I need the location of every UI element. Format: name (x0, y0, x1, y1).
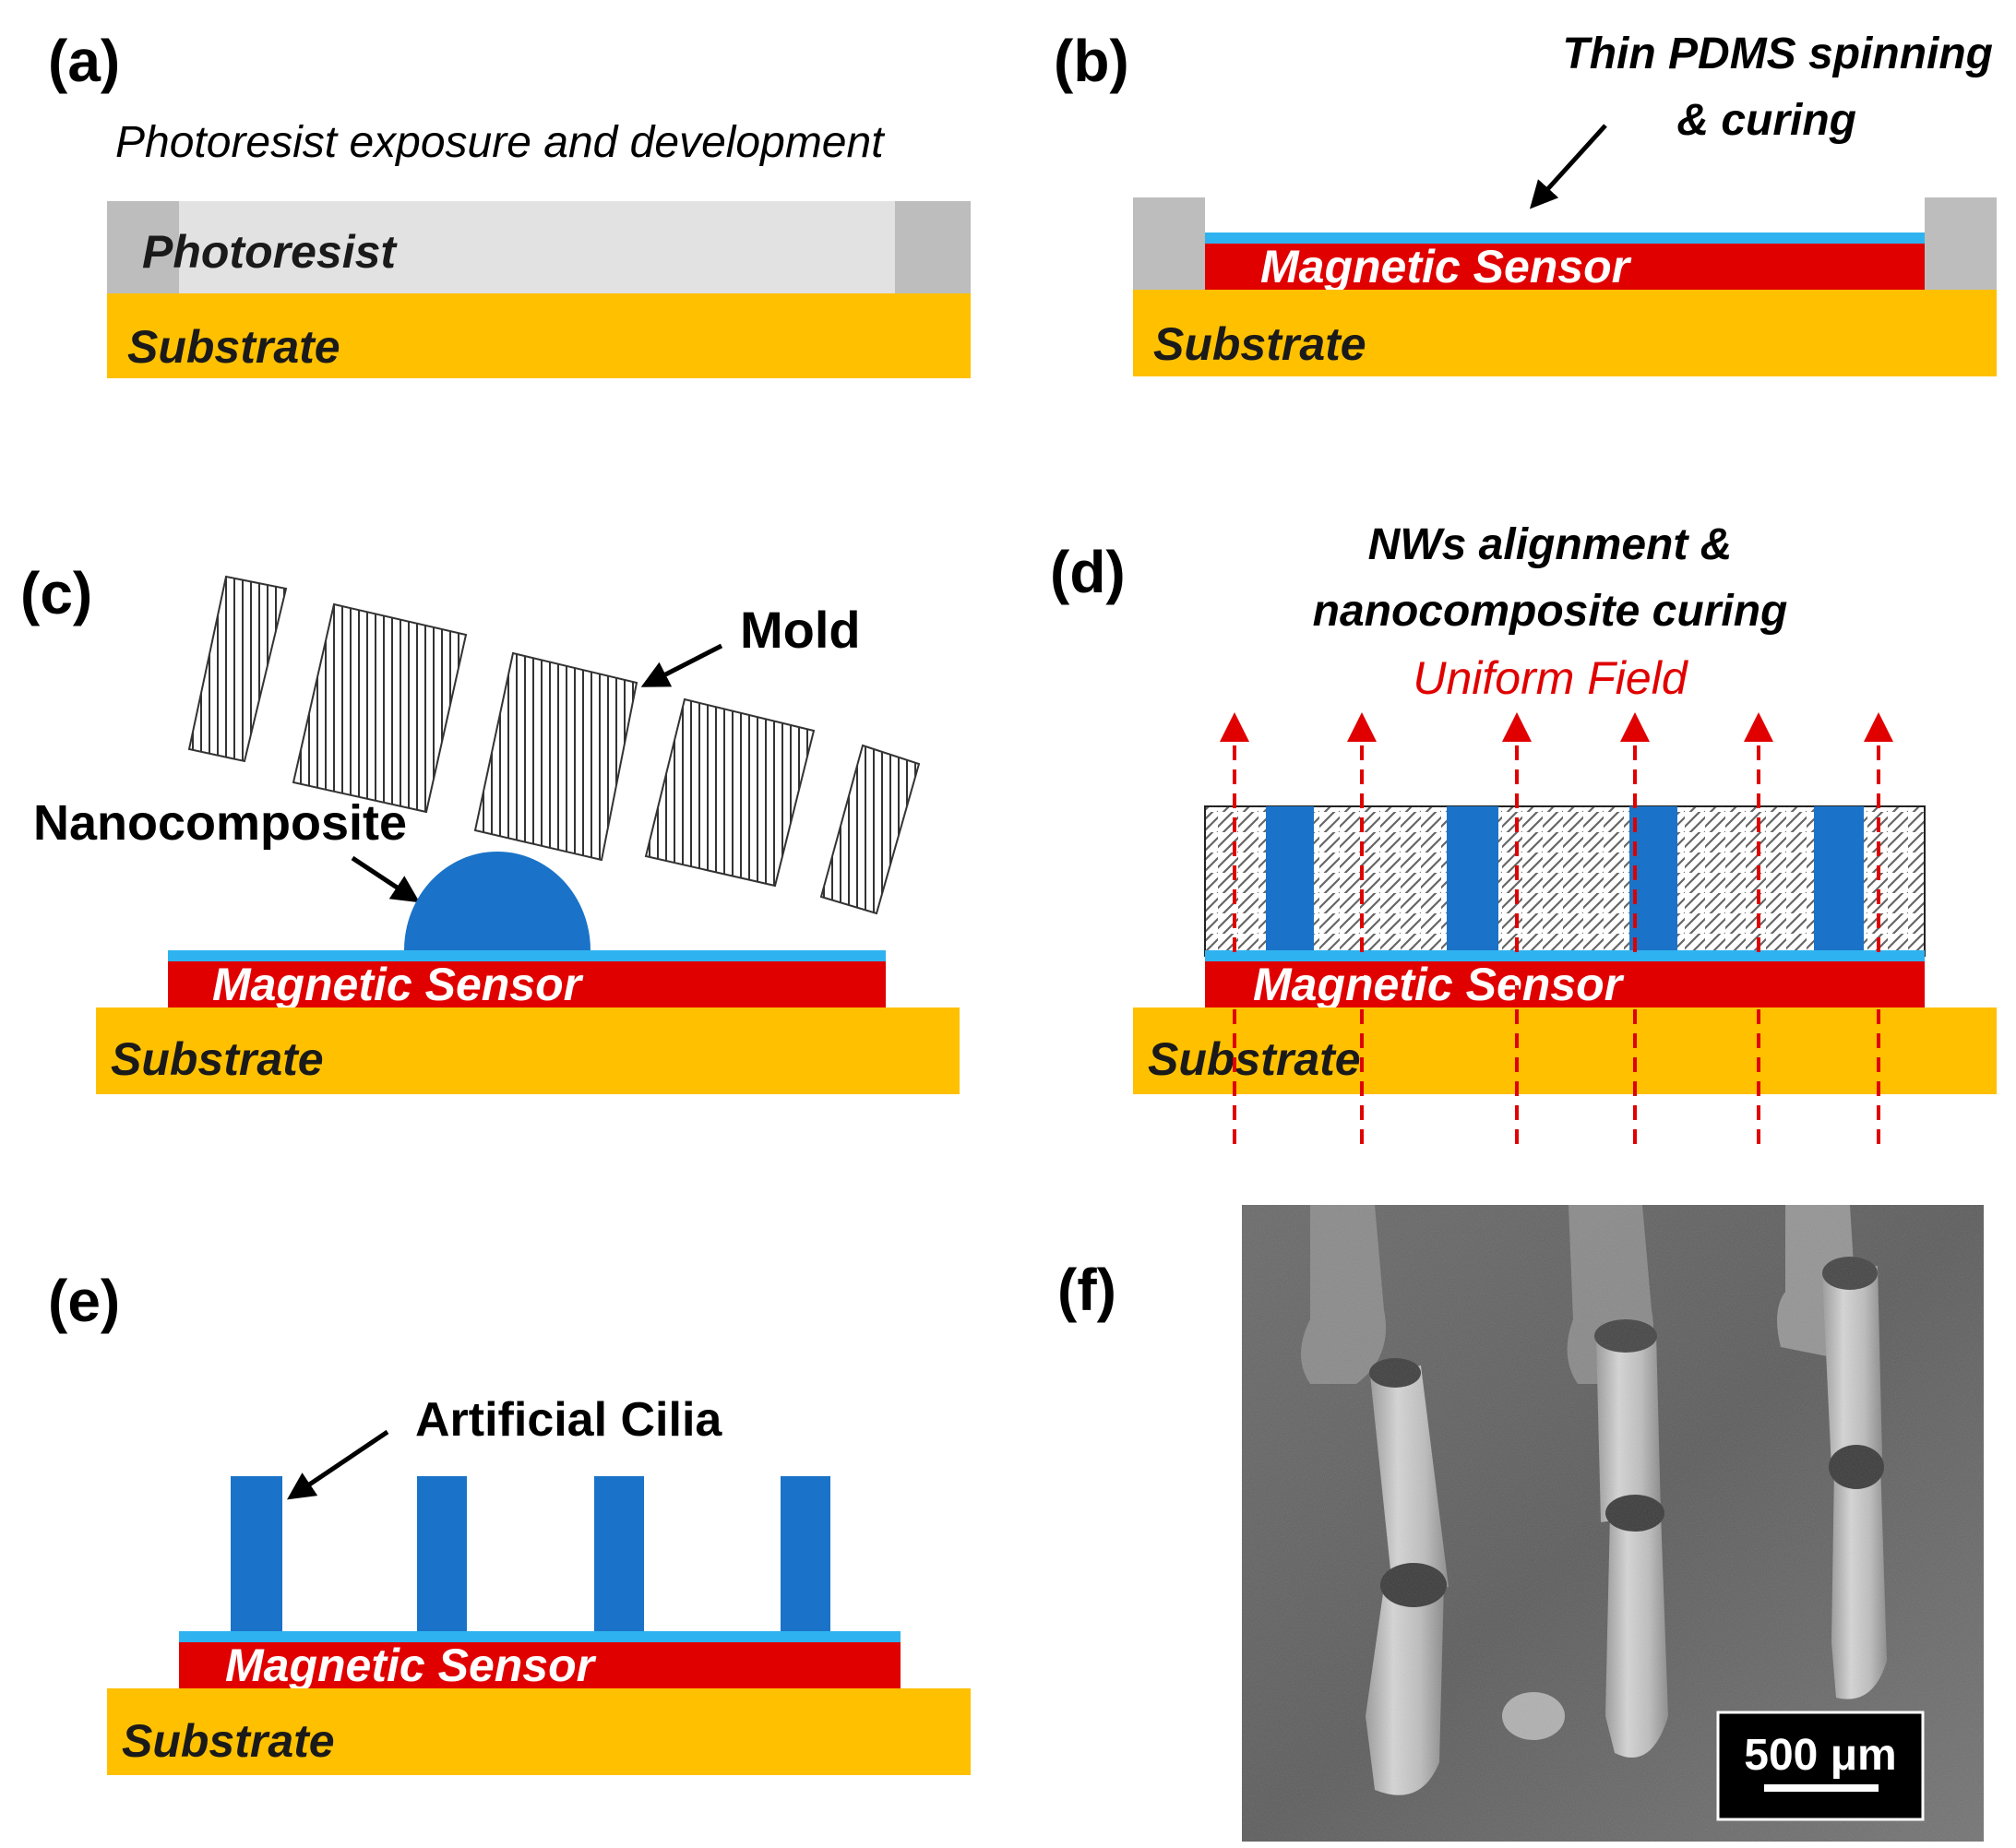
scale-bar-line (1764, 1784, 1879, 1792)
panel-e: (e) Artificial Cilia Magnetic Sensor Sub… (48, 1268, 971, 1775)
photoresist-exposed-left (107, 201, 179, 293)
substrate-label-e: Substrate (122, 1715, 335, 1767)
magnetic-sensor-e (179, 1642, 901, 1688)
panel-c: (c) Mold Nanocomposite Magnetic Sensor S… (20, 560, 960, 1094)
panel-f: (f) 500 μm (1057, 1205, 1984, 1842)
panel-a-title: Photoresist exposure and development (115, 118, 885, 167)
field-arrow-1 (1220, 712, 1249, 1144)
substrate-c (96, 1007, 960, 1094)
cilium-d-1 (1266, 806, 1314, 956)
nanocomposite-arrow (351, 855, 421, 903)
panel-a: (a) Photoresist exposure and development… (48, 28, 971, 378)
substrate-d (1133, 1007, 1997, 1094)
artificial-cilia-label: Artificial Cilia (415, 1393, 722, 1447)
field-arrow-6 (1864, 712, 1893, 1144)
photoresist-right-b (1925, 197, 1997, 290)
cilium-d-3 (1629, 806, 1677, 956)
substrate-label-c: Substrate (111, 1033, 324, 1085)
substrate-a (107, 293, 971, 378)
substrate-b (1133, 290, 1997, 376)
mold-segment-3 (473, 651, 638, 862)
pdms-layer-b (1205, 232, 1925, 244)
panel-b: (b) Thin PDMS spinning & curing Magnetic… (1054, 28, 1997, 376)
mold-segment-2 (292, 602, 468, 814)
photoresist-exposed-right (895, 201, 971, 293)
sensor-label-e: Magnetic Sensor (225, 1639, 597, 1691)
magnetic-sensor-c (168, 961, 886, 1007)
field-arrow-3 (1502, 712, 1532, 1144)
cilium-d-2 (1447, 806, 1498, 956)
mold-label: Mold (740, 601, 861, 659)
nanocomposite-droplet (404, 851, 590, 950)
panel-a-label: (a) (48, 28, 120, 94)
substrate-label-d: Substrate (1148, 1033, 1361, 1085)
pdms-layer-e (179, 1631, 901, 1642)
mold-filled (1204, 805, 1926, 957)
field-arrow-5 (1744, 712, 1773, 1144)
panel-d: (d) NWs alignment & nanocomposite curing… (1050, 520, 1997, 1144)
panel-d-annotation-line2: nanocomposite curing (1313, 587, 1788, 636)
cilium-e-4 (781, 1476, 830, 1631)
nanocomposite-label: Nanocomposite (33, 795, 407, 851)
sem-image: 500 μm (1242, 1205, 1984, 1842)
mold-segment-4 (644, 697, 816, 888)
panel-b-annotation-line1: Thin PDMS spinning (1562, 30, 1993, 78)
substrate-label-b: Substrate (1153, 318, 1366, 370)
uniform-field-label: Uniform Field (1413, 652, 1688, 704)
pdms-layer-d (1205, 950, 1925, 961)
panel-b-label: (b) (1054, 28, 1129, 94)
cilium-e-2 (417, 1476, 467, 1631)
magnetic-sensor-d (1205, 961, 1925, 1007)
field-arrow-2 (1347, 712, 1377, 1144)
cilium-e-1 (231, 1476, 282, 1631)
mold (187, 575, 921, 915)
panel-c-label: (c) (20, 560, 92, 626)
mold-segment-5 (819, 744, 921, 915)
panel-b-annotation-line2: & curing (1676, 96, 1856, 145)
mold-segment-1 (187, 575, 288, 763)
scale-bar: 500 μm (1716, 1711, 1925, 1821)
field-arrow-4 (1620, 712, 1650, 1144)
panel-f-label: (f) (1057, 1257, 1116, 1323)
mold-arrow (640, 643, 723, 687)
substrate-label-a: Substrate (127, 321, 340, 373)
pdms-arrow (1529, 124, 1607, 209)
panel-d-label: (d) (1050, 539, 1126, 605)
scale-bar-label: 500 μm (1744, 1731, 1896, 1780)
magnetic-sensor-b (1205, 244, 1925, 290)
cilium-e-3 (594, 1476, 644, 1631)
photoresist-layer (107, 201, 971, 293)
photoresist-left-b (1133, 197, 1205, 290)
photoresist-label: Photoresist (142, 226, 398, 278)
pdms-layer-c (168, 950, 886, 961)
sensor-label-d: Magnetic Sensor (1253, 959, 1625, 1010)
sensor-label-c: Magnetic Sensor (212, 959, 584, 1010)
cilium-d-4 (1814, 806, 1864, 956)
substrate-e (107, 1688, 971, 1775)
sensor-label-b: Magnetic Sensor (1260, 241, 1632, 292)
field-arrows (1220, 712, 1893, 1144)
panel-e-label: (e) (48, 1268, 120, 1334)
cilia-arrow (287, 1429, 389, 1500)
panel-d-annotation-line1: NWs alignment & (1368, 520, 1733, 569)
